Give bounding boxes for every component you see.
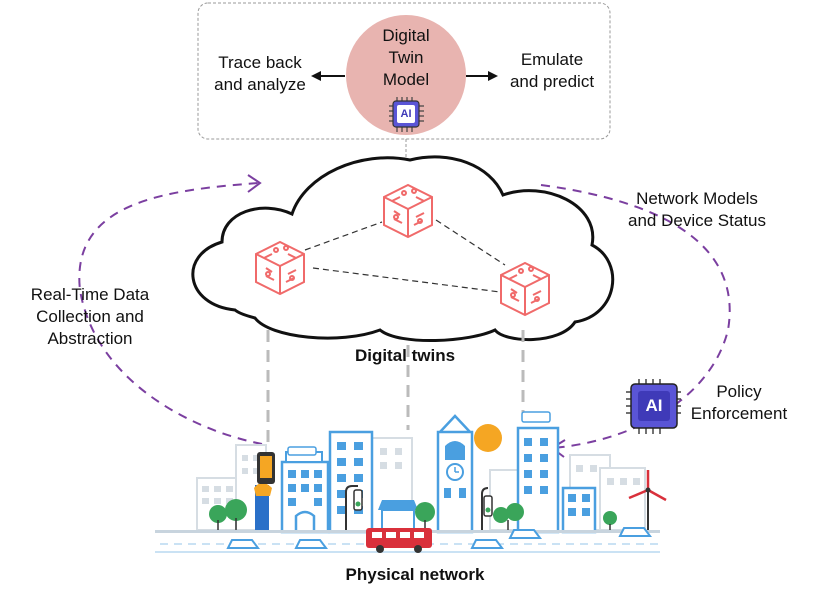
twin-model-label-line-2: Twin — [388, 48, 424, 67]
policy-line-2: Enforcement — [690, 404, 788, 423]
cloud-caption: Digital twins — [354, 346, 456, 365]
digital-twin-icon-left — [255, 240, 305, 296]
left-loop-arrowhead — [247, 174, 262, 193]
policy-ai-chip-label: AI — [645, 396, 663, 415]
model-ai-chip-label: AI — [400, 108, 412, 120]
policy-enforcement-label: Policy Enforcement — [678, 381, 800, 425]
left-loop-arrow — [78, 182, 263, 445]
city-illustration — [155, 411, 667, 553]
emulate-line-2: and predict — [509, 72, 595, 91]
network-models-label: Network Models and Device Status — [607, 188, 787, 232]
projection-lines — [266, 330, 525, 450]
city-caption: Physical network — [345, 565, 485, 584]
twin-model-label-line-1: Digital — [382, 26, 430, 45]
data-collection-label: Real-Time Data Collection and Abstractio… — [12, 284, 168, 350]
twin-links — [304, 219, 506, 293]
cloud-shape — [191, 155, 615, 342]
policy-line-1: Policy — [716, 382, 762, 401]
digital-twin-icon-right — [500, 261, 550, 317]
trace-back-label: Trace back and analyze — [198, 52, 322, 96]
data-collection-line-1: Real-Time Data — [30, 285, 150, 304]
network-models-line-2: and Device Status — [628, 211, 766, 230]
trace-back-line-1: Trace back — [218, 53, 302, 72]
data-collection-line-3: Abstraction — [47, 329, 133, 348]
data-collection-line-2: Collection and — [36, 307, 144, 326]
emulate-label: Emulate and predict — [496, 49, 608, 93]
network-models-line-1: Network Models — [636, 189, 758, 208]
policy-ai-chip-icon — [626, 379, 681, 434]
model-ai-chip-icon — [389, 97, 424, 132]
trace-back-line-2: and analyze — [214, 75, 306, 94]
digital-twin-icon-top — [383, 183, 433, 239]
twin-model-label: Digital Twin Model — [366, 25, 446, 91]
twin-model-box — [197, 2, 611, 140]
emulate-line-1: Emulate — [520, 50, 584, 69]
twin-model-label-line-3: Model — [382, 70, 430, 89]
twin-model-circle — [346, 15, 466, 135]
